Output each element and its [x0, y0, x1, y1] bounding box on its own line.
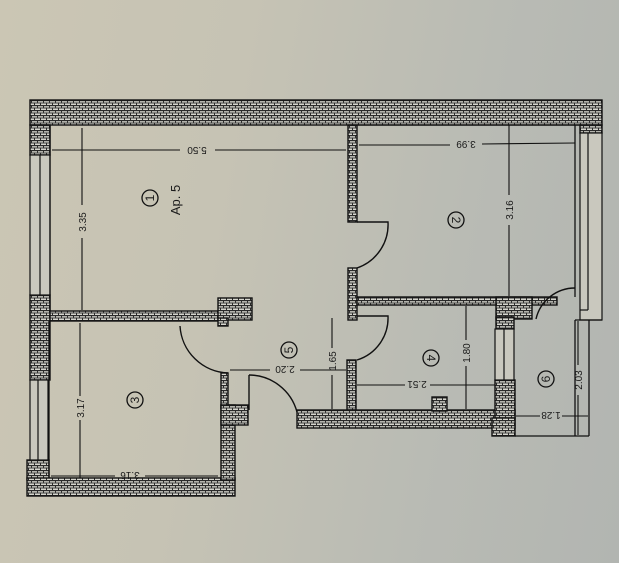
door-room4: [356, 315, 389, 361]
room-marker-4: [422, 349, 440, 367]
wall-top: [29, 99, 603, 126]
door-entry: [248, 374, 298, 413]
wall-right-room3-jamb: [220, 372, 229, 409]
wall-left-pier: [29, 294, 51, 381]
wall-block-room2-corner-lower: [495, 316, 515, 330]
wall-hall-room4: [346, 359, 357, 411]
dim-room4-depth: 1.80: [462, 343, 473, 363]
dim-room1-width: 5.50: [187, 144, 207, 155]
wall-corner-bottom-left: [26, 459, 50, 481]
dim-room3-width: 3.16: [120, 469, 140, 480]
wall-corner-bottom-room6: [491, 417, 516, 437]
doors: [179, 221, 576, 413]
room-markers: [126, 189, 555, 409]
dim-room2-depth: 3.16: [505, 200, 516, 220]
room-marker-5: [280, 341, 298, 359]
wall-room1-room2-upper: [347, 124, 358, 223]
wall-corner-top-left: [29, 124, 51, 156]
wall-block-room2-corner: [495, 296, 533, 320]
labels: 1 2 3 4 5 6 Ap. 5 5.50 3.35 3.99 3.16 3.…: [76, 138, 585, 480]
wall-block-room1-corner: [217, 297, 253, 321]
dim-room6-width: 1.28: [541, 409, 561, 420]
room-number-4: 4: [424, 355, 438, 362]
dim-room6-depth: 2.03: [574, 370, 585, 390]
room-number-5: 5: [282, 346, 296, 353]
room-marker-1: [141, 189, 159, 207]
dim-room3-depth: 3.17: [76, 398, 87, 418]
door-room6: [535, 287, 576, 320]
wall-room1-room3: [49, 310, 223, 322]
windows: [29, 132, 603, 461]
room-marker-6: [537, 370, 555, 388]
wall-block-room1-corner-lower: [217, 317, 229, 327]
wall-right-room3-block: [220, 404, 249, 426]
dim-hall-width: 2.20: [275, 363, 295, 374]
dim-room4-width: 2.51: [407, 378, 427, 389]
wall-pier-room4-right: [494, 379, 516, 419]
dim-room1-depth: 3.35: [78, 212, 89, 232]
room-number-2: 2: [449, 217, 463, 224]
dimension-lines: [51, 125, 588, 478]
room6-outline: [515, 319, 602, 437]
room-number-3: 3: [128, 396, 142, 403]
window-room2: [579, 132, 603, 321]
window-room3: [29, 379, 49, 461]
room-number-6: 6: [539, 375, 553, 382]
dim-hall-depth: 1.65: [328, 351, 339, 371]
door-room2: [356, 221, 389, 269]
wall-bottom-room3: [26, 477, 236, 497]
wall-niche-room4: [431, 396, 448, 412]
room-number-1: 1: [143, 194, 157, 201]
dim-room2-width: 3.99: [456, 138, 476, 149]
wall-bottom-hall-room4: [296, 409, 516, 429]
apartment-label: Ap. 5: [168, 185, 183, 215]
room-marker-2: [447, 211, 465, 229]
walls: [26, 99, 603, 497]
wall-corner-top-right: [579, 124, 603, 134]
wall-room1-room2-lower: [347, 267, 358, 321]
wall-room2-room4: [356, 296, 558, 306]
wall-faces: [48, 124, 580, 478]
room-marker-3: [126, 391, 144, 409]
door-room3: [179, 325, 229, 374]
